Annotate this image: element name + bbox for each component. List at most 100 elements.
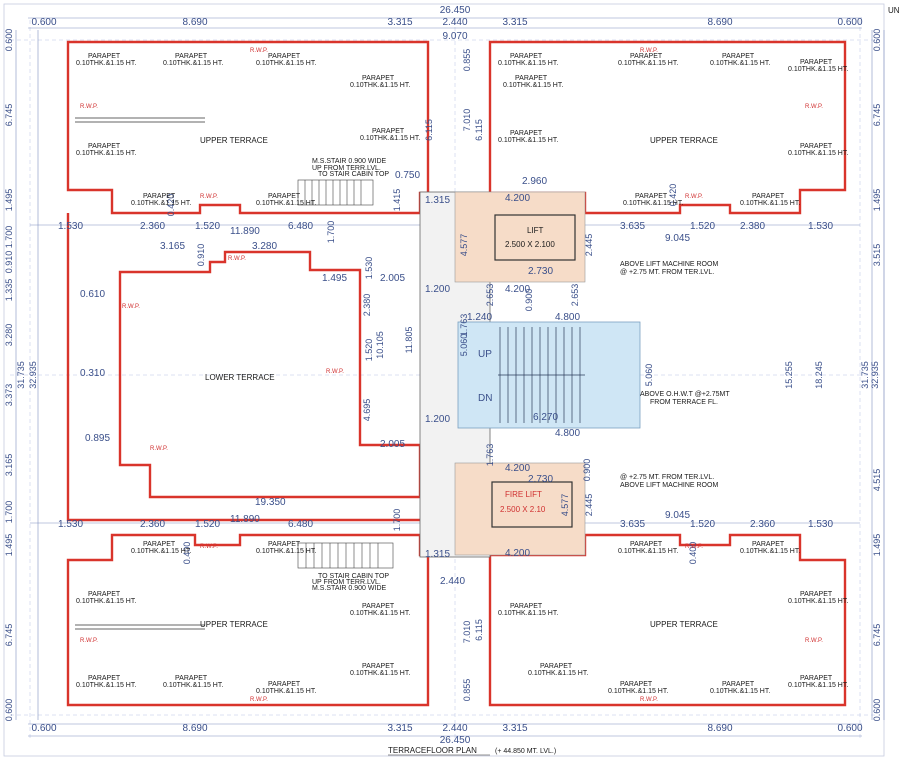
- parapet-br-6: PARAPET: [620, 681, 653, 688]
- dim-1520-right-bot: 1.520: [690, 519, 715, 530]
- stair-up-label: UP: [478, 349, 492, 360]
- dim-left-3280: 3.280: [4, 324, 14, 347]
- parapet-br-2: PARAPET: [752, 541, 785, 548]
- dim-11805: 11.805: [404, 327, 414, 354]
- dim-4800-top: 4.800: [555, 312, 580, 323]
- parapet-1: PARAPET: [88, 53, 121, 60]
- parapet-spec-tr-2: 0.10THK.&1.15 HT.: [618, 60, 678, 67]
- lift-mr-bot-1: @ +2.75 MT. FROM TER.LVL.: [620, 474, 714, 481]
- dim-right-6745-bottom: 6.745: [872, 624, 882, 647]
- rwp-14: R.W.P.: [685, 544, 703, 550]
- rwp-4: R.W.P.: [640, 48, 658, 54]
- parapet-labels: PARAPET 0.10THK.&1.15 HT. PARAPET 0.10TH…: [76, 53, 848, 695]
- ohwt-note-2: FROM TERRACE FL.: [650, 399, 718, 406]
- dim-6115-top-r: 6.115: [474, 119, 484, 141]
- lift-mr-note-1: ABOVE LIFT MACHINE ROOM: [620, 261, 718, 268]
- dim-1520-left-top: 1.520: [195, 221, 220, 232]
- parapet-tr-1: PARAPET: [510, 53, 543, 60]
- dim-3635-bottom: 3.635: [620, 519, 645, 530]
- parapet-spec-br-8: 0.10THK.&1.15 HT.: [788, 682, 848, 689]
- dim-1530-right-top: 1.530: [808, 221, 833, 232]
- rwp-15: R.W.P.: [805, 638, 823, 644]
- upper-terrace-tl: UPPER TERRACE: [200, 136, 268, 145]
- dim-left-total-b: 32.935: [28, 361, 38, 389]
- stair-dn-label: DN: [478, 393, 492, 404]
- ms-stair-bottom: [297, 542, 394, 569]
- ohwt-note-1: ABOVE O.H.W.T @+2.75MT: [640, 391, 730, 398]
- corner-label: UN: [888, 6, 900, 15]
- parapet-spec-1: 0.10THK.&1.15 HT.: [76, 60, 136, 67]
- dim-0400-left: 0.400: [182, 542, 192, 565]
- dim-2380-top: 2.380: [740, 221, 765, 232]
- dim-right-0600-top: 0.600: [872, 29, 882, 52]
- inner-dimensions-vertical: 7.010 6.115 6.115 0.855 11.805 10.105 4.…: [166, 49, 698, 702]
- parapet-tr-6: PARAPET: [510, 130, 543, 137]
- dim-bottom-0600-left: 0.600: [31, 723, 56, 734]
- dim-3280: 3.280: [252, 241, 277, 252]
- upper-terrace-br: UPPER TERRACE: [650, 620, 718, 629]
- dim-3165: 3.165: [160, 241, 185, 252]
- dim-left-1495-bottom: 1.495: [4, 534, 14, 557]
- parapet-bl-7: PARAPET: [175, 675, 208, 682]
- plan-subtitle: (+ 44.850 MT. LVL.): [495, 748, 556, 755]
- parapet-spec-bl-6: 0.10THK.&1.15 HT.: [76, 682, 136, 689]
- fire-lift-size: 2.500 X 2.10: [500, 505, 546, 514]
- dim-4577-top: 4.577: [459, 234, 469, 257]
- dim-left-1495-top: 1.495: [4, 189, 14, 212]
- dim-1315-top: 1.315: [425, 195, 450, 206]
- dim-5060-left: 5.060: [459, 334, 469, 357]
- dim-left-3373: 3.373: [4, 384, 14, 407]
- dim-top-mid: 9.070: [442, 31, 467, 42]
- dim-6480-top: 6.480: [288, 221, 313, 232]
- dim-1530-right-bot: 1.530: [808, 519, 833, 530]
- dim-bottom-2440: 2.440: [442, 723, 467, 734]
- dim-6480-bottom: 6.480: [288, 519, 313, 530]
- parapet-tr-7: PARAPET: [800, 143, 833, 150]
- parapet-tr-4: PARAPET: [800, 59, 833, 66]
- rwp-5: R.W.P.: [805, 104, 823, 110]
- dim-0420-right: 0.420: [668, 184, 678, 207]
- dim-10105: 10.105: [375, 331, 385, 359]
- plan-title: TERRACEFLOOR PLAN: [388, 746, 477, 755]
- parapet-br-7: PARAPET: [722, 681, 755, 688]
- stair-note-top-3: TO STAIR CABIN TOP: [318, 171, 389, 178]
- parapet-tr-8: PARAPET: [635, 193, 668, 200]
- parapet-tr-9: PARAPET: [752, 193, 785, 200]
- dim-top-8690-right: 8.690: [707, 17, 732, 28]
- left-dimensions: 0.600 6.745 1.495 1.700 0.910 1.335 3.28…: [4, 29, 38, 722]
- dim-6115-top-l: 6.115: [424, 119, 434, 141]
- dim-0750: 0.750: [395, 170, 420, 181]
- dim-right-1495-top: 1.495: [872, 189, 882, 212]
- rwp-8: R.W.P.: [122, 304, 140, 310]
- dim-bottom-0600-right: 0.600: [837, 723, 862, 734]
- dim-11890-top: 11.890: [230, 226, 260, 237]
- parapet-spec-bl-3: 0.10THK.&1.15 HT.: [76, 598, 136, 605]
- parapet-bl-6: PARAPET: [88, 675, 121, 682]
- dim-left-total-a: 31.735: [16, 361, 26, 389]
- lift-mr-bot-2: ABOVE LIFT MACHINE ROOM: [620, 482, 718, 489]
- rwp-7: R.W.P.: [228, 256, 246, 262]
- dim-1700-bot-mid: 1.700: [392, 509, 402, 532]
- notes: M.S.STAIR 0.900 WIDE UP FROM TERR.LVL. T…: [312, 158, 730, 592]
- dim-7010-bottom: 7.010: [462, 621, 472, 644]
- dim-top-8690-left: 8.690: [182, 17, 207, 28]
- lift-size: 2.500 X 2.100: [505, 240, 555, 249]
- parapet-4: PARAPET: [362, 75, 395, 82]
- rwp-2: R.W.P.: [80, 104, 98, 110]
- dim-5060-right: 5.060: [644, 364, 654, 387]
- dim-4800-bottom: 4.800: [555, 428, 580, 439]
- dim-1763-top: 1.763: [459, 314, 469, 337]
- dim-bottom-3315-left: 3.315: [387, 723, 412, 734]
- dim-top-3315-right: 3.315: [502, 17, 527, 28]
- rwp-6: R.W.P.: [685, 194, 703, 200]
- parapet-spec-tr-7: 0.10THK.&1.15 HT.: [788, 150, 848, 157]
- rwp-labels: R.W.P. R.W.P. R.W.P. R.W.P. R.W.P. R.W.P…: [80, 48, 823, 703]
- parapet-spec-3: 0.10THK.&1.15 HT.: [256, 60, 316, 67]
- dim-0910-inner: 0.910: [196, 244, 206, 267]
- dim-top-2440: 2.440: [442, 17, 467, 28]
- stair-note-top-1: M.S.STAIR 0.900 WIDE: [312, 158, 386, 165]
- parapet-tr-3: PARAPET: [722, 53, 755, 60]
- parapet-spec-4: 0.10THK.&1.15 HT.: [350, 82, 410, 89]
- stair-note-bot-3: M.S.STAIR 0.900 WIDE: [312, 585, 386, 592]
- dim-2440-bottom-core: 2.440: [440, 576, 465, 587]
